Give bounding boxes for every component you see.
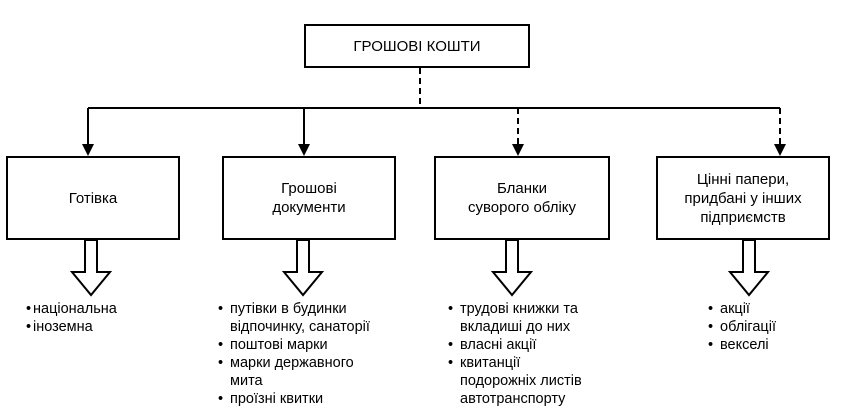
list-item: поштові марки <box>218 336 418 354</box>
category-box-strict-forms: Бланки суворого обліку <box>434 156 610 240</box>
list-item: власні акції <box>448 336 648 354</box>
category-box-money-documents: Грошові документи <box>222 156 396 240</box>
list-item: квитанції подорожніх листів автотранспор… <box>448 354 648 408</box>
category-label: Грошові документи <box>272 180 346 216</box>
items-list-cash: національна іноземна <box>26 300 196 336</box>
list-item: путівки в будинки відпочинку, санаторії <box>218 300 418 336</box>
block-arrow-4 <box>727 239 771 297</box>
block-arrow-2 <box>281 239 325 297</box>
items-list-money-documents: путівки в будинки відпочинку, санаторії … <box>218 300 418 408</box>
list-item: векселі <box>708 336 828 354</box>
list-item: акції <box>708 300 828 318</box>
block-arrow-1 <box>69 239 113 297</box>
category-box-cash: Готівка <box>6 156 180 240</box>
category-label: Готівка <box>68 189 118 207</box>
category-label: Цінні папери, придбані у інших підприємс… <box>684 170 802 226</box>
items-list-securities: акції облігації векселі <box>708 300 828 354</box>
list-item: національна <box>26 300 196 318</box>
list-item: облігації <box>708 318 828 336</box>
arrowhead-3 <box>512 144 524 156</box>
category-label: Бланки суворого обліку <box>467 180 577 216</box>
arrowhead-1 <box>82 144 94 156</box>
root-box: ГРОШОВІ КОШТИ <box>304 24 530 68</box>
block-arrow-3 <box>490 239 534 297</box>
root-label: ГРОШОВІ КОШТИ <box>353 37 481 55</box>
list-item: проїзні квитки <box>218 390 418 408</box>
list-item: марки державного мита <box>218 354 418 390</box>
arrowhead-4 <box>774 144 786 156</box>
list-item: іноземна <box>26 318 196 336</box>
category-box-securities: Цінні папери, придбані у інших підприємс… <box>656 156 830 240</box>
arrowhead-2 <box>298 144 310 156</box>
items-list-strict-forms: трудові книжки та вкладиші до них власні… <box>448 300 648 408</box>
list-item: трудові книжки та вкладиші до них <box>448 300 648 336</box>
